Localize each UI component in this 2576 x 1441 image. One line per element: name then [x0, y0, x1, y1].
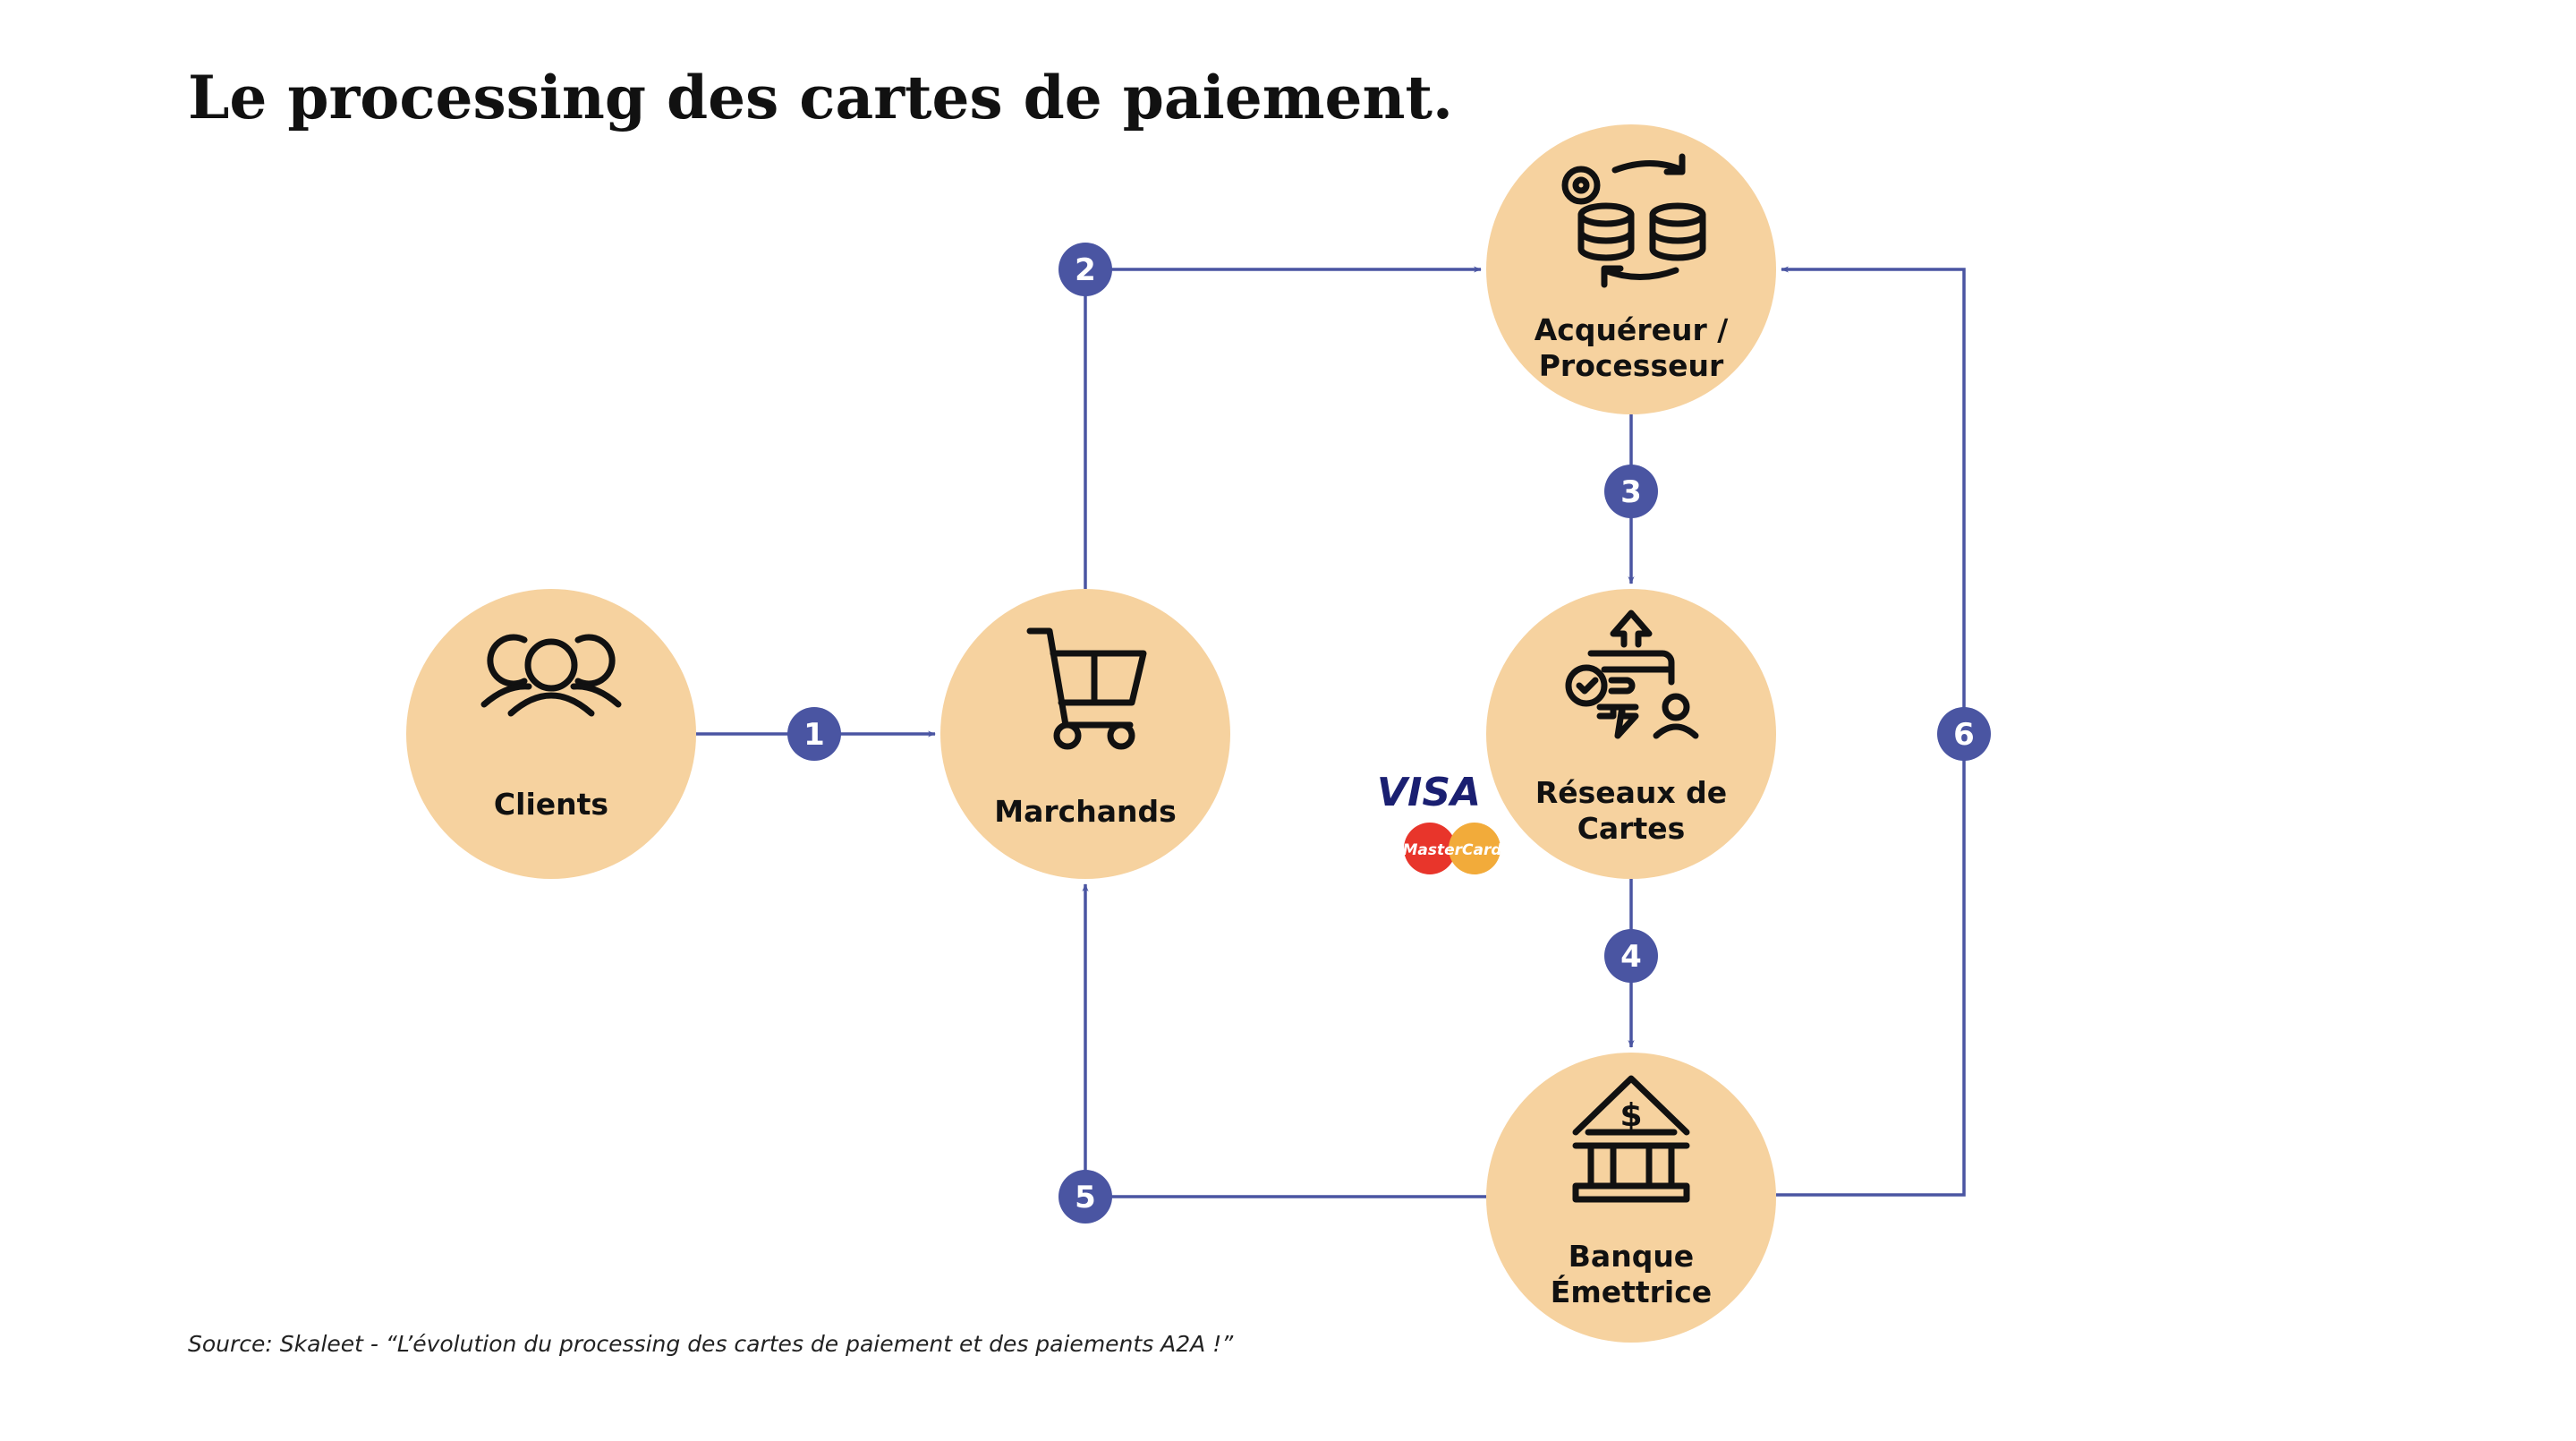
people-icon	[480, 634, 622, 717]
mastercard-logo: MasterCard	[1402, 823, 1502, 874]
node-clients: Clients	[406, 589, 696, 879]
svg-text:4: 4	[1620, 939, 1642, 975]
node-reseaux: Réseaux de Cartes	[1486, 589, 1776, 879]
database-sync-icon	[1561, 153, 1706, 288]
reseaux-label-line1: Réseaux de	[1535, 775, 1727, 810]
svg-text:3: 3	[1620, 474, 1642, 510]
flow-5-line	[1082, 883, 1486, 1198]
bank-icon: $	[1572, 1075, 1690, 1203]
node-banque: $ Banque Émettrice	[1486, 1053, 1776, 1343]
svg-text:6: 6	[1953, 717, 1975, 753]
source-caption: Source: Skaleet - “L’évolution du proces…	[188, 1331, 1234, 1357]
acquereur-label-line2: Processeur	[1539, 348, 1724, 383]
shopping-cart-icon	[1026, 627, 1147, 750]
step-badge-1: 1	[787, 707, 841, 761]
node-marchands: Marchands	[940, 589, 1230, 879]
svg-text:2: 2	[1075, 252, 1096, 288]
page-title: Le processing des cartes de paiement.	[188, 63, 1453, 132]
step-badge-6: 6	[1937, 707, 1991, 761]
marchands-label: Marchands	[994, 794, 1176, 829]
clients-label: Clients	[494, 787, 608, 822]
step-badge-5: 5	[1058, 1170, 1112, 1224]
visa-logo: VISA	[1377, 770, 1481, 815]
flow-2-line	[1084, 266, 1482, 589]
banque-label-line1: Banque	[1569, 1239, 1694, 1274]
svg-text:5: 5	[1075, 1180, 1096, 1215]
banque-label-line2: Émettrice	[1551, 1274, 1712, 1309]
node-acquereur: Acquéreur / Processeur	[1486, 124, 1776, 414]
svg-text:MasterCard: MasterCard	[1402, 841, 1502, 859]
svg-text:1: 1	[803, 717, 825, 753]
step-badge-2: 2	[1058, 243, 1112, 296]
flow-6-line	[1776, 266, 1966, 1197]
step-badge-3: 3	[1604, 465, 1658, 518]
acquereur-label-line1: Acquéreur /	[1535, 312, 1730, 347]
transfer-network-icon	[1565, 610, 1699, 739]
step-badge-4: 4	[1604, 929, 1658, 983]
svg-text:$: $	[1620, 1097, 1642, 1134]
reseaux-label-line2: Cartes	[1577, 811, 1686, 846]
